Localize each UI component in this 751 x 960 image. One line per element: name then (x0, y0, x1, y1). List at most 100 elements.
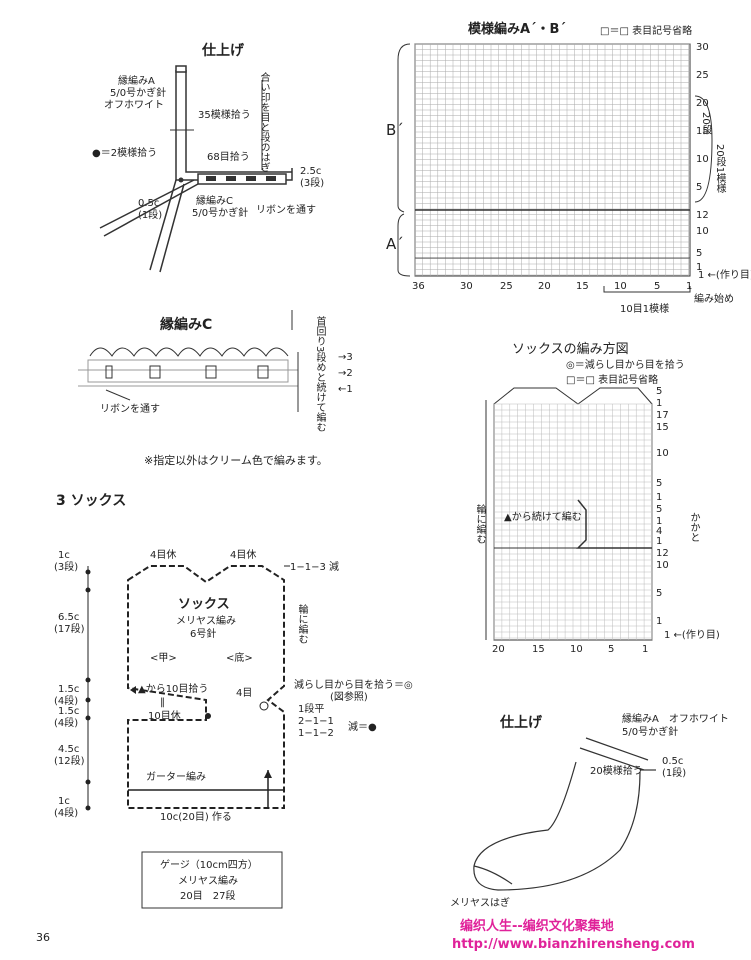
socks-heading: ソックス (178, 597, 230, 612)
sock-chart-right-tick: 5 (656, 504, 663, 515)
watermark-line1: 编织人生--编织文化聚集地 (460, 919, 614, 934)
socks-section-title: 3 ソックス (56, 493, 127, 509)
dim-rows: (12段) (54, 756, 85, 767)
pattern-ab-cast-on: 1 ←(作り目) (698, 270, 751, 281)
pattern-ab-grid (397, 43, 713, 293)
sock-chart-note: ◎＝減らし目から目を拾う (566, 360, 685, 371)
edge-c-side-note: 首回り3段めと続けて編む (314, 316, 325, 433)
dim-rows: (17段) (54, 624, 85, 635)
sock-finishing-title: 仕上げ (500, 715, 542, 731)
pattern-ab-bottom-tick: 10 (614, 281, 627, 292)
heel-label: かかと (688, 512, 699, 542)
see-fig: (図参照) (330, 692, 368, 703)
ribbon-label: リボンを通す (256, 205, 316, 216)
pattern-ab-legend: □＝□ 表目記号省略 (600, 26, 693, 37)
sock-chart-right-tick: 1 (656, 616, 663, 627)
sock-chart-right-tick: 5 (656, 478, 663, 489)
edge-c-diagram (78, 310, 299, 412)
sock-chart-bottom-tick: 15 (532, 644, 545, 655)
eq-mark: ‖ (160, 697, 165, 708)
four-st: 4目 (236, 688, 253, 699)
pattern-ab-right-tick: 25 (696, 70, 709, 81)
pickup-68-label: 68目拾う (207, 152, 250, 163)
sock-chart-right-tick: 1 (656, 516, 663, 527)
edge-c-arrow-3: →3 (338, 352, 353, 363)
pickup-from-dec: 減らし目から目を拾う＝◎ (294, 680, 413, 691)
pattern-ab-bottom-tick: 25 (500, 281, 513, 292)
socks-stitch: メリヤス編み (176, 616, 236, 627)
flat-row: 1段平 (298, 704, 325, 715)
sole-label: <底> (226, 653, 253, 664)
socks-needle: 6号針 (190, 629, 217, 640)
b-rows: 20段 (700, 112, 711, 135)
instep-label: <甲> (150, 653, 177, 664)
label-a: A´ (386, 235, 404, 253)
pattern-ab-bottom-tick: 1 (686, 281, 693, 292)
pattern-ab-right-tick: 12 (696, 210, 709, 221)
pattern-ab-right-tick: 10 (696, 154, 709, 165)
edge-a-hook: 5/0号かぎ針 (110, 88, 167, 99)
dec-label: 減＝● (348, 722, 377, 733)
pattern-ab-right-tick: 5 (696, 248, 703, 259)
sock-edge-a: 縁編みA オフホワイト (622, 714, 729, 725)
gauge-box (141, 851, 283, 909)
pattern-ab-right-tick: 20 (696, 98, 709, 109)
sock-drawing (473, 737, 656, 891)
pattern-ab-bottom-tick: 15 (576, 281, 589, 292)
pattern-ab-bottom-tick: 20 (538, 281, 551, 292)
sock-chart-right-tick: 10 (656, 560, 669, 571)
sock-chart-right-tick: 5 (656, 588, 663, 599)
dim-rows: (4段) (54, 718, 79, 729)
watermark-line2: http://www.bianzhirensheng.com (452, 937, 695, 952)
sock-chart-bottom-tick: 1 (642, 644, 649, 655)
pattern-ab-right-tick: 15 (696, 126, 709, 137)
pattern-ab-right-tick: 5 (696, 182, 703, 193)
edge-c-hook: 5/0号かぎ針 (192, 208, 249, 219)
gauge-stitch: メリヤス編み (178, 876, 238, 887)
edge-c-label: 縁編みC (196, 196, 233, 207)
pattern-ab-repeat: 10目1模様 (620, 304, 670, 315)
sock-chart-grid (485, 387, 653, 641)
sock-width: 0.5c (662, 756, 684, 767)
rows-3: (3段) (300, 178, 325, 189)
sock-chart-round: 輪に編む (474, 504, 485, 544)
dim-length: 1c (58, 796, 70, 807)
dim-length: 4.5c (58, 744, 80, 755)
sock-chart-bottom-tick: 20 (492, 644, 505, 655)
round-label: 輪に編む (296, 604, 307, 644)
pattern-ab-start: 編み始め (694, 294, 734, 305)
gauge-title: ゲージ（10cm四方） (160, 860, 258, 871)
cast-on-label: 10c(20目) 作る (160, 812, 232, 823)
label-b: B´ (386, 121, 404, 139)
dim-length: 1.5c (58, 706, 80, 717)
sock-chart-right-tick: 17 (656, 410, 669, 421)
pattern-ab-title: 模様編みA´・B´ (468, 22, 566, 37)
decrease-label: 1−1−3 減 (290, 562, 340, 573)
b-repeat: 20段1模様 (714, 144, 725, 194)
width-2-5c: 2.5c (300, 166, 322, 177)
dim-rows: (4段) (54, 808, 79, 819)
sock-schematic-outline (127, 565, 285, 809)
sock-chart-right-tick: 1 (656, 536, 663, 547)
sock-chart-right-tick: 10 (656, 448, 669, 459)
sock-chart-right-tick: 1 (656, 398, 663, 409)
finishing-title: 仕上げ (202, 43, 244, 59)
dim-rows: (4段) (54, 696, 79, 707)
edge-c-arrow-2: →2 (338, 368, 353, 379)
dim-length: 6.5c (58, 612, 80, 623)
sock-chart-continue: ▲から続けて編む (504, 512, 582, 523)
gauge-value: 20目 27段 (180, 891, 236, 902)
pattern-ab-bottom-tick: 30 (460, 281, 473, 292)
pattern-ab-right-tick: 1 (696, 262, 703, 273)
sock-chart-right-tick: 12 (656, 548, 669, 559)
sock-chart-legend: □＝□ 表目記号省略 (566, 375, 659, 386)
pattern-ab-right-tick: 30 (696, 42, 709, 53)
sock-pickup: 20模様拾う (590, 766, 643, 777)
sock-chart-bottom-tick: 10 (570, 644, 583, 655)
edge-a-color: オフホワイト (104, 100, 164, 111)
edge-c-arrow-1: ←1 (338, 384, 353, 395)
rows-1: (1段) (138, 210, 163, 221)
color-note: ※指定以外はクリーム色で編みます。 (144, 454, 328, 467)
sock-hook: 5/0号かぎ針 (622, 727, 679, 738)
